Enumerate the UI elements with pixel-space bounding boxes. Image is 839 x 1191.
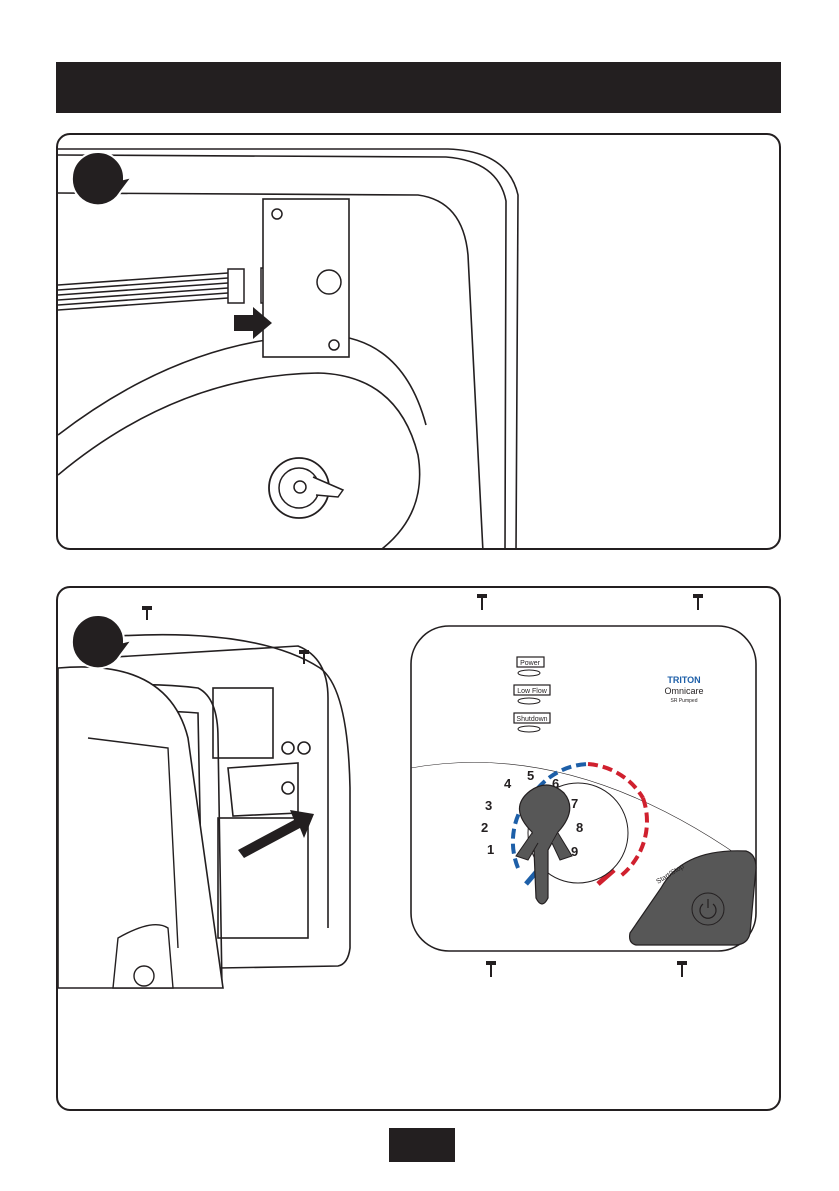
panel-step-2: Power Low Flow Shutdown TRITON Omnicare …	[56, 586, 781, 1111]
model-variant: SR Pumped	[671, 698, 698, 704]
dial-number-4: 4	[504, 776, 512, 791]
dial-number-5: 5	[527, 768, 534, 783]
step-1-illustration	[58, 135, 781, 550]
dial-number-3: 3	[485, 798, 492, 813]
page-number-box	[389, 1128, 455, 1162]
indicator-label-power: Power	[520, 660, 541, 667]
indicator-label-low-flow: Low Flow	[517, 688, 548, 695]
dial-number-9: 9	[571, 844, 578, 859]
indicator-label-shutdown: Shutdown	[516, 716, 547, 723]
dial-number-2: 2	[481, 820, 488, 835]
dial-number-1: 1	[487, 842, 494, 857]
model-name: Omnicare	[664, 686, 703, 696]
dial-number-8: 8	[576, 820, 583, 835]
dial-number-7: 7	[571, 796, 578, 811]
panel-step-1	[56, 133, 781, 550]
header-bar	[56, 62, 781, 113]
brand-name: TRITON	[667, 675, 700, 685]
step-2-illustration: Power Low Flow Shutdown TRITON Omnicare …	[58, 588, 781, 1111]
